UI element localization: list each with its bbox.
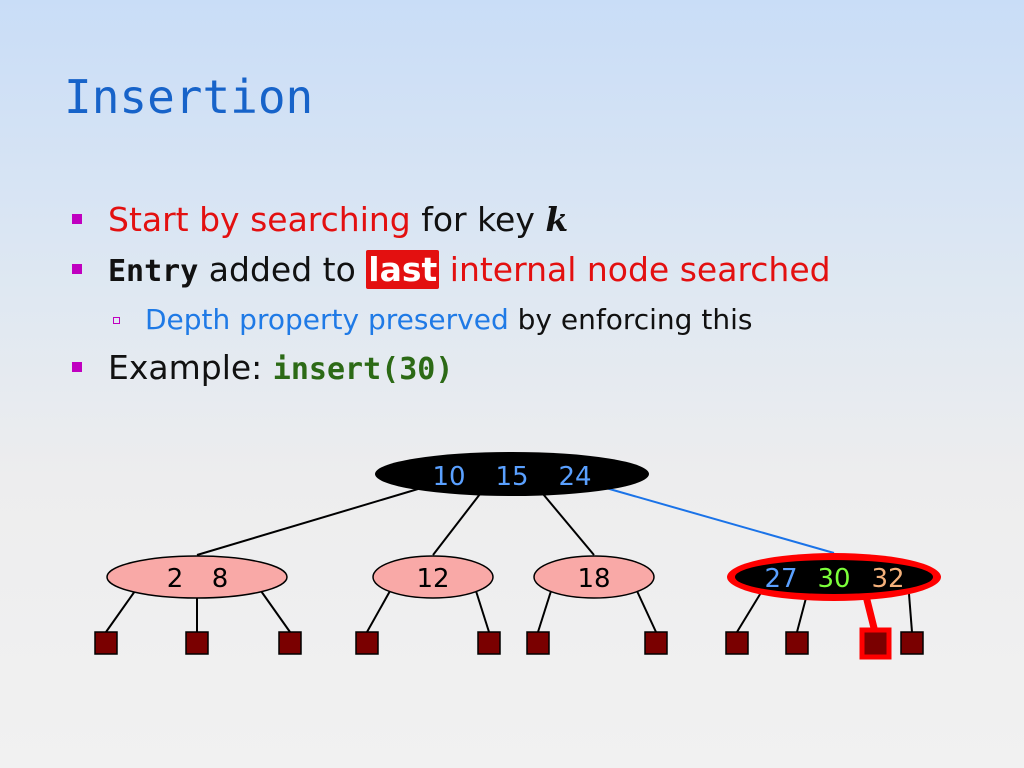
child-0-key-0: 2 [167,564,184,594]
leaf-node [526,631,550,655]
leaf-node [477,631,501,655]
edge-leaf [796,597,807,633]
leaf-node [785,631,809,655]
sub-bullet-1: Depth property preserved by enforcing th… [145,303,752,336]
bullet-1-text: for key [410,200,546,239]
edge-leaf [260,590,291,633]
bullet-2-text: added to [198,250,367,289]
bullet-1: Start by searching for key k [108,200,568,239]
child-node-3 [735,560,933,594]
leaf-node [355,631,379,655]
leaf-node [185,631,209,655]
sub-bullet-marker [113,317,120,324]
edge-leaf [366,590,391,633]
child-3-key-1-new: 30 [817,564,850,594]
edge-leaf [475,590,490,633]
bullet-2-code: Entry [108,254,199,289]
edge-leaf [736,590,763,633]
bullet-3-code: insert(30) [272,352,454,387]
child-3-key-2: 32 [871,564,904,594]
edge-leaf [105,590,136,633]
bullet-3: Example: insert(30) [108,348,453,387]
bullet-2-highlight: internal node searched [439,250,831,289]
sub-bullet-text: by enforcing this [508,303,753,336]
child-node-0 [106,555,288,599]
child-3-key-0: 27 [764,564,797,594]
edge-leaf-new [862,595,879,633]
sub-bullet-highlight: Depth property preserved [145,303,509,336]
bullet-1-highlight: Start by searching [108,200,411,239]
edge-root-child-0 [196,488,419,556]
edge-leaf [636,590,657,633]
slide-title: Insertion [64,70,314,124]
bullet-1-key-variable: k [545,200,569,239]
root-key-1: 15 [495,462,528,492]
root-key-2: 24 [558,462,591,492]
edge-root-child-2 [542,493,595,556]
child-1-key-0: 12 [416,564,449,594]
child-2-key-0: 18 [577,564,610,594]
leaf-node-new [859,627,892,660]
leaf-node [278,631,302,655]
edge-root-child-1 [432,493,481,556]
bullet-marker [72,264,82,274]
bullet-2: Entry added to last internal node search… [108,250,831,289]
leaf-node [725,631,749,655]
bullet-3-text: Example: [108,348,273,387]
bullet-marker [72,362,82,372]
child-node-2 [533,555,655,599]
leaf-node [644,631,668,655]
child-0-key-1: 8 [212,564,229,594]
bullet-marker [72,214,82,224]
bullet-list: Start by searching for key k Entry added… [72,200,831,387]
edge-leaf [908,593,913,633]
edge-root-child-3-path [605,487,835,554]
leaf-node [900,631,924,655]
root-node [375,452,649,496]
root-key-0: 10 [432,462,465,492]
edge-leaf [537,590,552,633]
leaf-node [94,631,118,655]
child-node-1 [372,555,494,599]
bullet-2-last-badge: last [366,250,440,289]
